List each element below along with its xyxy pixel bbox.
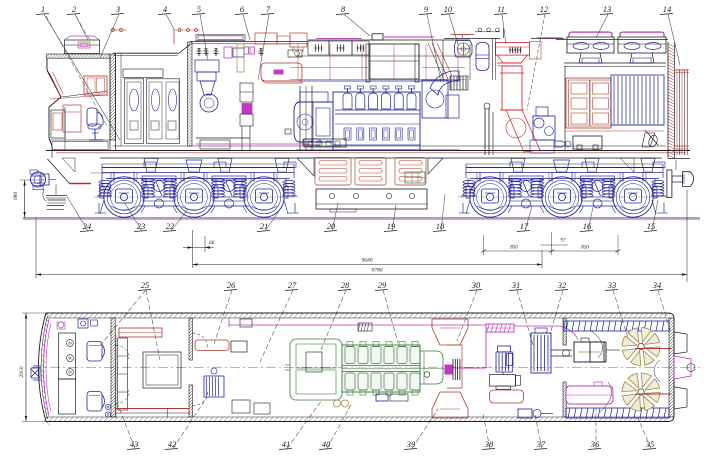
svg-text:20: 20 — [327, 221, 336, 231]
svg-text:13: 13 — [603, 4, 612, 14]
svg-text:33: 33 — [607, 280, 617, 290]
svg-text:31: 31 — [511, 280, 521, 290]
svg-text:26: 26 — [227, 280, 236, 290]
svg-text:9780: 9780 — [372, 268, 383, 274]
svg-text:32: 32 — [557, 280, 567, 290]
svg-text:27: 27 — [288, 280, 297, 290]
svg-text:17: 17 — [520, 221, 529, 231]
svg-text:36: 36 — [590, 439, 600, 449]
svg-text:66: 66 — [209, 240, 215, 246]
svg-text:14: 14 — [663, 4, 672, 14]
svg-text:97: 97 — [560, 238, 566, 244]
svg-text:9640: 9640 — [362, 257, 373, 264]
svg-text:2: 2 — [72, 4, 77, 14]
svg-text:850: 850 — [581, 245, 589, 251]
svg-text:5: 5 — [197, 4, 201, 14]
svg-text:23: 23 — [137, 221, 146, 231]
svg-text:6: 6 — [240, 4, 245, 14]
svg-text:12: 12 — [540, 4, 549, 14]
svg-text:35: 35 — [645, 439, 655, 449]
svg-text:18: 18 — [436, 221, 445, 231]
svg-text:30: 30 — [471, 280, 481, 290]
svg-text:24: 24 — [83, 221, 92, 231]
svg-text:9: 9 — [424, 4, 429, 14]
svg-text:25: 25 — [141, 280, 150, 290]
svg-text:980: 980 — [13, 192, 19, 201]
svg-text:3: 3 — [115, 4, 120, 14]
svg-text:16: 16 — [583, 221, 592, 231]
svg-text:8: 8 — [341, 4, 346, 14]
svg-text:15: 15 — [647, 221, 656, 231]
svg-text:850: 850 — [510, 245, 518, 251]
svg-text:21: 21 — [260, 221, 269, 231]
svg-text:42: 42 — [168, 439, 177, 449]
svg-text:29: 29 — [378, 280, 387, 290]
svg-text:11: 11 — [497, 4, 505, 14]
svg-text:19: 19 — [387, 221, 396, 231]
svg-text:22: 22 — [166, 221, 175, 231]
svg-text:4: 4 — [163, 4, 168, 14]
svg-text:41: 41 — [282, 439, 291, 449]
svg-text:40: 40 — [322, 439, 331, 449]
svg-text:39: 39 — [406, 439, 416, 449]
svg-text:43: 43 — [130, 439, 139, 449]
svg-text:28: 28 — [341, 280, 350, 290]
svg-text:10: 10 — [444, 4, 453, 14]
svg-text:1: 1 — [41, 4, 45, 14]
svg-text:7: 7 — [266, 4, 271, 14]
svg-text:34: 34 — [652, 280, 662, 290]
svg-text:2950: 2950 — [19, 366, 25, 377]
